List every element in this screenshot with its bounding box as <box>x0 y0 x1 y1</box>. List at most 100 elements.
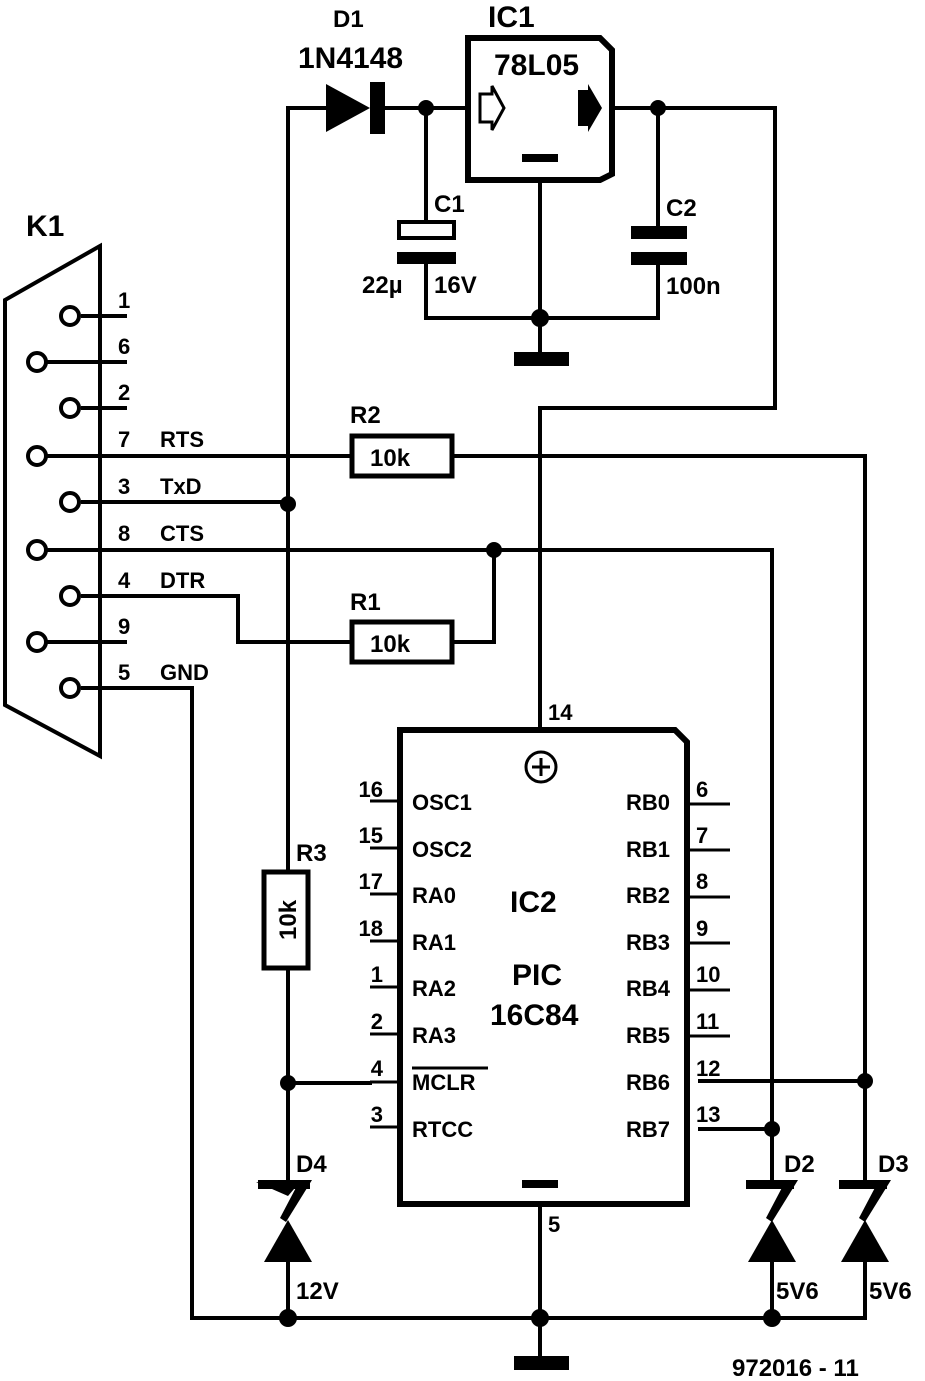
signal-cts-label: CTS <box>160 521 204 546</box>
diode-d1: D1 1N4148 <box>298 6 403 134</box>
pin-hole-icon <box>59 585 81 607</box>
ic2-left-pin-num: 18 <box>359 916 383 941</box>
output-arrow-icon <box>578 84 602 132</box>
ic2-right-pin-num: 13 <box>696 1102 720 1127</box>
ic2-left-pin-num: 15 <box>359 823 383 848</box>
ic2-right-pin-num: 7 <box>696 823 708 848</box>
ic2-right-pin-name: RB0 <box>626 790 670 815</box>
zener-icon <box>264 1220 312 1262</box>
junction-dot <box>280 496 296 512</box>
zener-icon <box>841 1220 889 1262</box>
k1-pin-label: 9 <box>118 614 130 639</box>
r1-ref: R1 <box>350 589 381 616</box>
ic2-right-pin-name: RB6 <box>626 1070 670 1095</box>
junction-dot <box>857 1073 873 1089</box>
ic2-left-pin-name: OSC1 <box>412 790 472 815</box>
ic2-left-pin-num: 4 <box>371 1056 384 1081</box>
pin-hole-icon <box>59 397 81 419</box>
ic1-ref: IC1 <box>488 1 535 34</box>
ic2-left-pin-num: 1 <box>371 962 383 987</box>
zener-d3: D3 5V6 <box>839 1151 912 1305</box>
ic2-left-pin-name: RTCC <box>412 1117 473 1142</box>
d1-ref: D1 <box>333 6 364 33</box>
c1-voltage: 16V <box>434 272 477 299</box>
d3-value: 5V6 <box>869 1278 912 1305</box>
ic2-right-pin-name: RB3 <box>626 930 670 955</box>
zener-icon <box>748 1220 796 1262</box>
signal-rts-label: RTS <box>160 427 204 452</box>
ic2-left-pin-name: RA2 <box>412 976 456 1001</box>
signal-dtr-label: DTR <box>160 568 205 593</box>
ic2-ref: IC2 <box>510 886 557 919</box>
signal-txd-label: TxD <box>160 474 202 499</box>
d4-ref: D4 <box>296 1151 327 1178</box>
k1-pin-label: 5 <box>118 660 130 685</box>
pin-hole-icon <box>26 445 48 467</box>
d2-ref: D2 <box>784 1151 815 1178</box>
ground-icon <box>514 352 569 366</box>
pin-hole-icon <box>59 305 81 327</box>
junction-dot <box>418 100 434 116</box>
microcontroller-ic2: IC2 PIC 16C84 14 5 16 OSC1 15 OSC2 17 RA… <box>359 700 730 1237</box>
diode-icon <box>326 84 370 132</box>
d3-ref: D3 <box>878 1151 909 1178</box>
r1-value: 10k <box>370 631 411 658</box>
ic2-left-pin-num: 3 <box>371 1102 383 1127</box>
junction-dot <box>531 309 549 327</box>
ic2-left-pin-name: RA1 <box>412 930 456 955</box>
pin-hole-icon <box>26 351 48 373</box>
signal-gnd-label: GND <box>160 660 209 685</box>
d2-value: 5V6 <box>776 1278 819 1305</box>
ic2-left-pin-name: MCLR <box>412 1070 476 1095</box>
ic2-right-pin-num: 11 <box>696 1009 719 1034</box>
ic2-right-pin-name: RB7 <box>626 1117 670 1142</box>
ic2-right-pin-num: 6 <box>696 777 708 802</box>
pin-hole-icon <box>26 539 48 561</box>
junctions <box>279 100 873 1327</box>
c2-value: 100n <box>666 273 721 300</box>
junction-dot <box>763 1309 781 1327</box>
ground-icon <box>522 154 558 162</box>
ic2-part-line1: PIC <box>512 959 562 992</box>
ic2-right-pin-name: RB5 <box>626 1023 670 1048</box>
input-arrow-icon <box>478 85 506 131</box>
ic2-right-pin-num: 8 <box>696 869 708 894</box>
k1-pin-label: 7 <box>118 427 130 452</box>
k1-pin-label: 4 <box>118 568 131 593</box>
resistor-r3: R3 10k <box>261 840 327 971</box>
k1-pin-label: 8 <box>118 521 130 546</box>
ic2-left-pin-num: 16 <box>359 777 383 802</box>
zener-d4: D4 12V <box>256 1151 339 1305</box>
d1-part: 1N4148 <box>298 42 403 75</box>
junction-dot <box>486 542 502 558</box>
ground-icon <box>514 1356 569 1370</box>
ic2-right-pin-num: 9 <box>696 916 708 941</box>
ic2-left-pin-name: OSC2 <box>412 837 472 862</box>
junction-dot <box>764 1121 780 1137</box>
ic2-gnd-pin: 5 <box>548 1212 560 1237</box>
pin-hole-icon <box>59 491 81 513</box>
wires <box>46 106 867 1360</box>
k1-pin-label: 2 <box>118 380 130 405</box>
ic2-right-pin-num: 12 <box>696 1056 720 1081</box>
ic2-left-pin-name: RA0 <box>412 883 456 908</box>
ic2-part-line2: 16C84 <box>490 999 579 1032</box>
drawing-number: 972016 - 11 <box>732 1355 859 1381</box>
r2-value: 10k <box>370 445 411 472</box>
r2-ref: R2 <box>350 402 381 429</box>
c2-ref: C2 <box>666 195 697 222</box>
ic2-left-pin-num: 2 <box>371 1009 383 1034</box>
c1-value: 22µ <box>362 272 403 299</box>
connector-k1: K1 1 6 2 7 3 8 4 9 5 RTS TxD CTS DTR GND <box>3 210 209 760</box>
k1-pin-label: 1 <box>118 288 130 313</box>
ic2-right-pin-name: RB4 <box>626 976 671 1001</box>
resistor-r1: R1 10k <box>349 589 455 665</box>
junction-dot <box>279 1309 297 1327</box>
ic2-right-pin-num: 10 <box>696 962 720 987</box>
ic2-right-pin-name: RB1 <box>626 837 670 862</box>
r3-value: 10k <box>275 899 302 940</box>
zener-d2: D2 5V6 <box>746 1151 819 1305</box>
ic1-part: 78L05 <box>494 49 579 82</box>
d4-value: 12V <box>296 1278 339 1305</box>
